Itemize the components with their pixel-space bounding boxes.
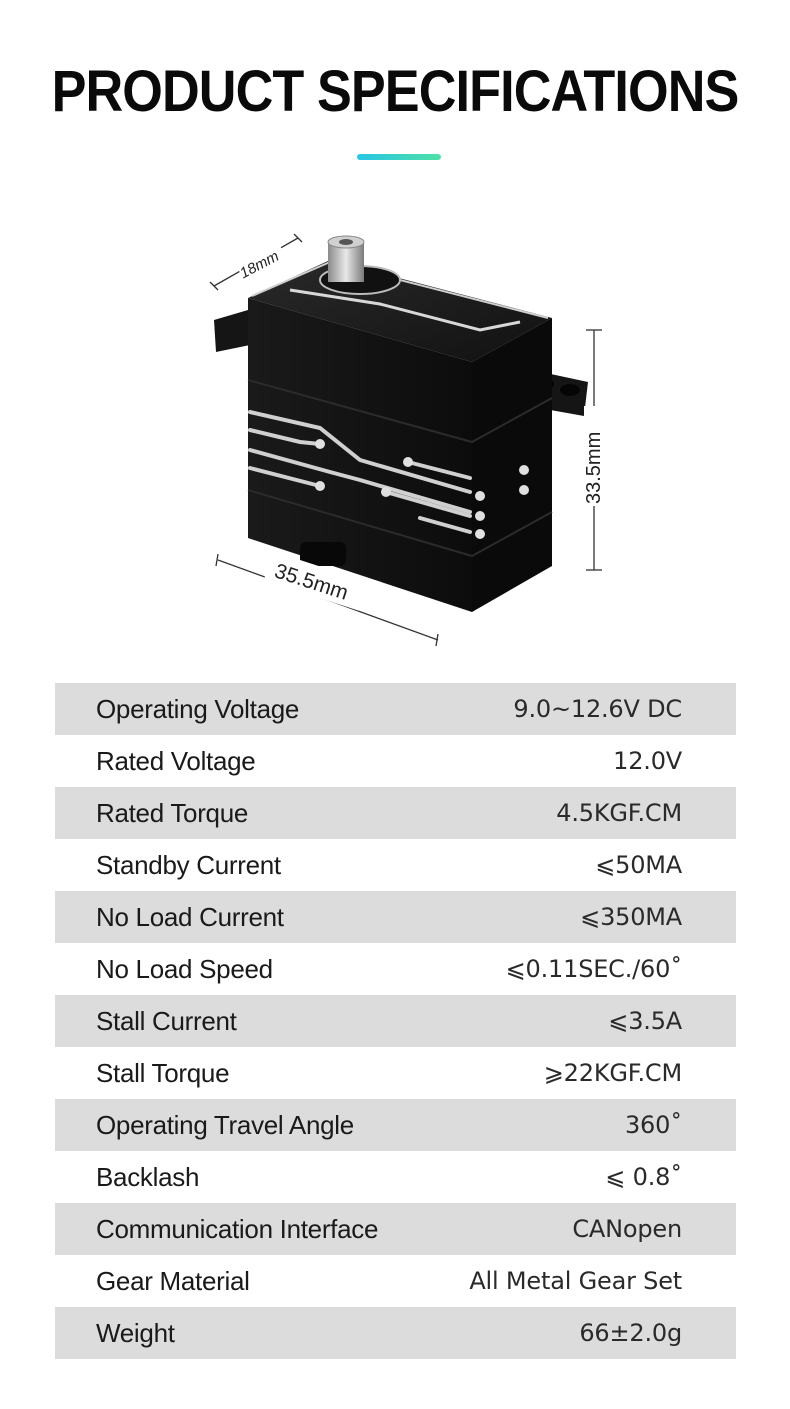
servo-motor-illustration: 18mm 33.5mm 35.5mm xyxy=(209,233,605,647)
spec-label: Operating Voltage xyxy=(96,693,300,724)
spec-value: ⩽3.5A xyxy=(608,1007,682,1035)
table-row: Gear Material All Metal Gear Set xyxy=(55,1255,736,1307)
circuit-trace-decoration xyxy=(248,410,472,534)
spec-value: ⩽ 0.8˚ xyxy=(605,1163,682,1191)
table-row: Communication Interface CANopen xyxy=(55,1203,736,1255)
spec-label: No Load Current xyxy=(96,901,284,932)
output-gear xyxy=(328,242,364,282)
spec-label: Rated Torque xyxy=(96,797,249,828)
spec-label: Communication Interface xyxy=(96,1213,379,1244)
table-row: Operating Travel Angle 360˚ xyxy=(55,1099,736,1151)
table-row: No Load Current ⩽350MA xyxy=(55,891,736,943)
spec-label: Backlash xyxy=(96,1161,200,1192)
spec-value: 9.0~12.6V DC xyxy=(513,695,682,723)
spec-label: Stall Current xyxy=(96,1005,237,1036)
spec-value: ⩽50MA xyxy=(595,851,682,879)
table-row: Stall Torque ⩾22KGF.CM xyxy=(55,1047,736,1099)
spec-label: Standby Current xyxy=(96,849,281,880)
spec-label: Stall Torque xyxy=(96,1057,230,1088)
spec-value: 12.0V xyxy=(613,747,682,775)
spec-table: Operating Voltage 9.0~12.6V DC Rated Vol… xyxy=(55,683,736,1359)
servo-front-face xyxy=(248,298,472,612)
table-row: No Load Speed ⩽0.11SEC./60˚ xyxy=(55,943,736,995)
spec-label: Gear Material xyxy=(96,1265,250,1296)
servo-side-face xyxy=(472,318,552,612)
table-row: Stall Current ⩽3.5A xyxy=(55,995,736,1047)
product-image: 18mm 33.5mm 35.5mm xyxy=(180,220,640,660)
spec-label: Operating Travel Angle xyxy=(96,1109,354,1140)
spec-label: Rated Voltage xyxy=(96,745,256,776)
page-title: PRODUCT SPECIFICATIONS xyxy=(51,59,740,124)
spec-value: All Metal Gear Set xyxy=(469,1267,682,1295)
spec-value: ⩽350MA xyxy=(580,903,682,931)
title-accent-bar xyxy=(357,154,441,160)
spec-value: ⩾22KGF.CM xyxy=(543,1059,682,1087)
spec-value: ⩽0.11SEC./60˚ xyxy=(505,955,683,983)
table-row: Operating Voltage 9.0~12.6V DC xyxy=(55,683,736,735)
table-row: Rated Voltage 12.0V xyxy=(55,735,736,787)
table-row: Weight 66±2.0g xyxy=(55,1307,736,1359)
spec-value: 360˚ xyxy=(624,1111,682,1139)
spec-value: 4.5KGF.CM xyxy=(556,799,682,827)
mounting-tab-left xyxy=(214,310,250,352)
spec-value: CANopen xyxy=(572,1215,682,1243)
dimension-height-label: 33.5mm xyxy=(583,432,605,504)
table-row: Backlash ⩽ 0.8˚ xyxy=(55,1151,736,1203)
spec-label: Weight xyxy=(96,1317,175,1348)
table-row: Standby Current ⩽50MA xyxy=(55,839,736,891)
spec-label: No Load Speed xyxy=(96,953,273,984)
table-row: Rated Torque 4.5KGF.CM xyxy=(55,787,736,839)
spec-value: 66±2.0g xyxy=(579,1319,682,1347)
